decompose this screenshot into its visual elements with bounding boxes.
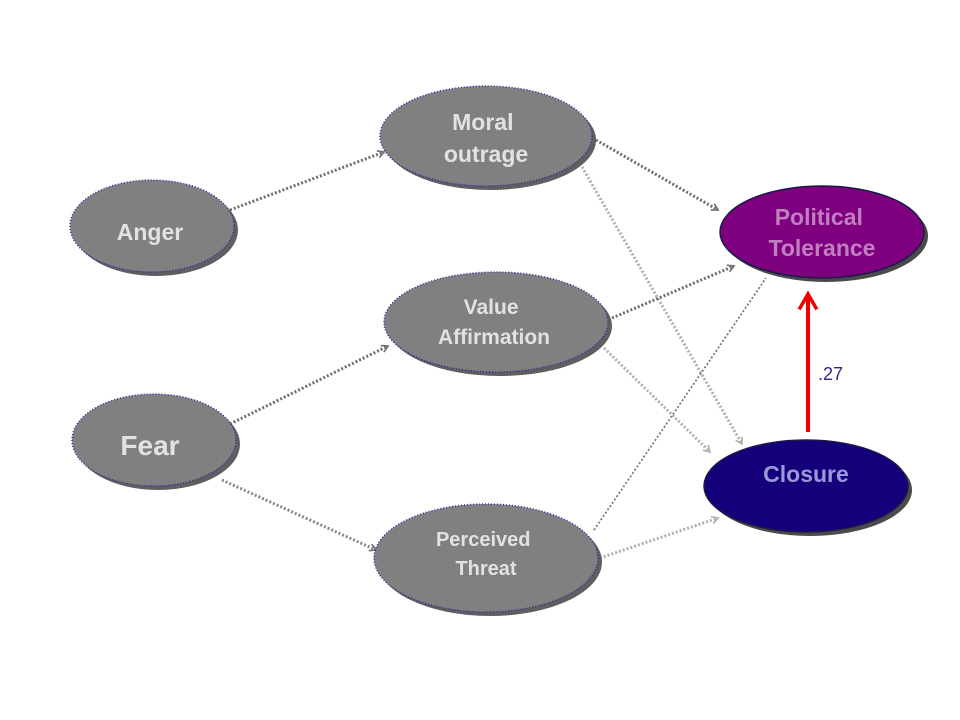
node-political-tolerance-line-2: Tolerance [769, 235, 876, 261]
node-anger-line-1: Anger [117, 219, 184, 245]
node-closure-line-1: Closure [763, 461, 849, 487]
edge-perceived-threat-to-closure [599, 515, 720, 560]
edge-anger-to-moral-outrage [229, 150, 386, 212]
edge-value-affirmation-to-political-tolerance [611, 264, 736, 320]
node-value-affirmation-label: Value Affirmation [438, 296, 550, 349]
node-political-tolerance: Political Tolerance [719, 185, 928, 282]
edge-fear-to-perceived-threat [221, 478, 378, 552]
edge-perceived-threat-to-political-tolerance [593, 277, 767, 531]
node-perceived-threat-line-2: Threat [455, 558, 516, 580]
node-fear-line-1: Fear [120, 430, 179, 461]
node-value-affirmation: Value Affirmation [383, 271, 612, 376]
edge-fear-to-value-affirmation [229, 344, 390, 426]
node-closure-label: Closure [763, 461, 849, 487]
node-moral-outrage: Moral outrage [379, 85, 596, 190]
node-anger: Anger [69, 179, 238, 276]
node-moral-outrage-label: Moral outrage [444, 109, 528, 167]
node-closure: Closure [703, 439, 912, 536]
node-fear: Fear [71, 393, 240, 490]
node-moral-outrage-line-2: outrage [444, 141, 528, 167]
node-fear-label: Fear [120, 430, 179, 461]
path-coefficient: .27 [818, 364, 843, 384]
node-moral-outrage-line-1: Moral [452, 109, 513, 135]
edge-moral-outrage-to-closure [576, 159, 744, 446]
node-value-affirmation-line-2: Affirmation [438, 326, 550, 349]
node-perceived-threat-line-1: Perceived [436, 529, 531, 551]
node-anger-label: Anger [117, 219, 184, 245]
node-value-affirmation-line-1: Value [464, 296, 519, 319]
node-perceived-threat: Perceived Threat [373, 503, 602, 616]
edges [221, 138, 819, 560]
node-political-tolerance-label: Political Tolerance [769, 204, 876, 261]
edge-moral-outrage-to-political-tolerance [595, 138, 720, 212]
node-perceived-threat-label: Perceived Threat [436, 529, 536, 580]
edge-value-affirmation-to-closure [602, 346, 712, 454]
node-political-tolerance-line-1: Political [775, 204, 863, 230]
